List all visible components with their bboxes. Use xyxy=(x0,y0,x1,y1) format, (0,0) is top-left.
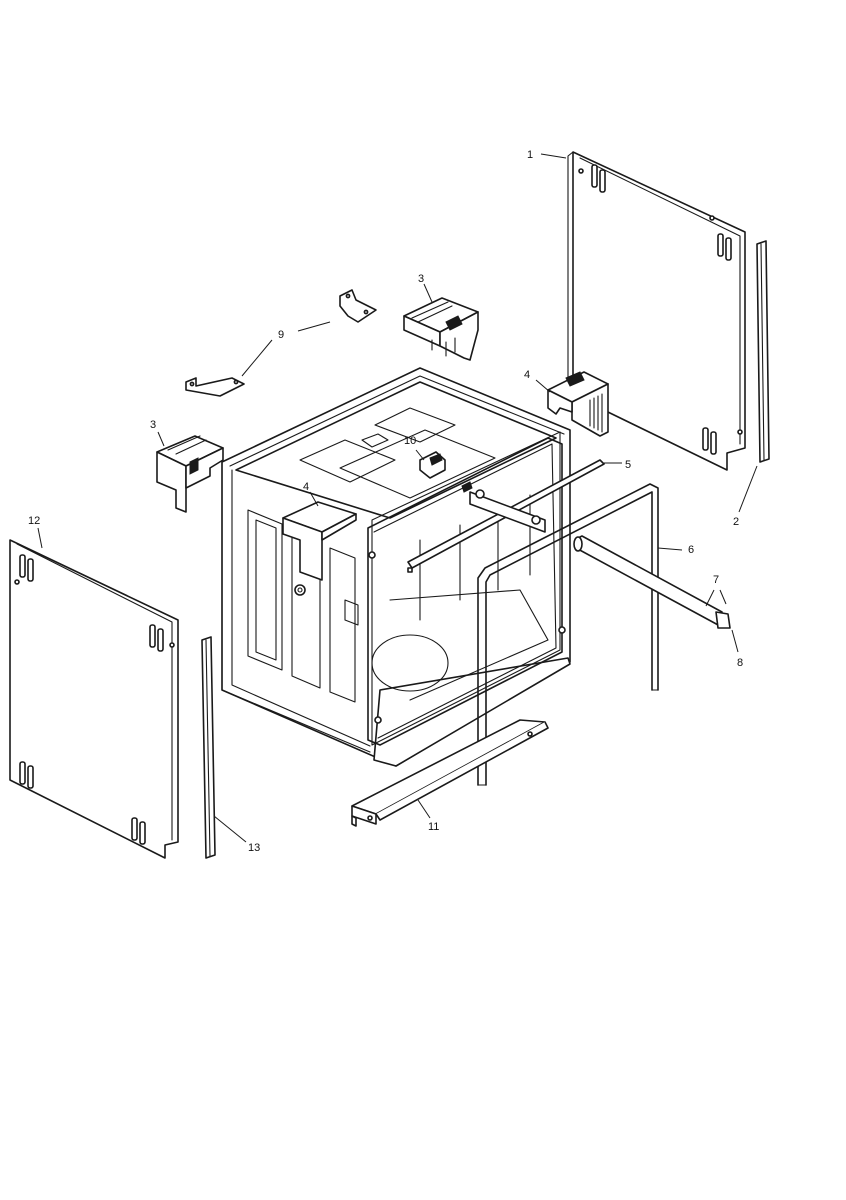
part-3-bracket-left xyxy=(156,435,224,513)
callout-3-top: 3 xyxy=(418,273,424,285)
part-1-rear-panel xyxy=(567,151,746,471)
callout-10: 10 xyxy=(404,435,416,447)
callout-13: 13 xyxy=(248,842,260,854)
part-3-bracket-top xyxy=(403,297,479,361)
part-2-side-strip xyxy=(756,240,770,463)
callout-7: 7 xyxy=(713,574,719,586)
callout-3-left: 3 xyxy=(150,419,156,431)
part-7-tube xyxy=(573,535,731,629)
part-10-clip xyxy=(419,451,446,479)
callout-12: 12 xyxy=(28,515,40,527)
callout-4-left: 4 xyxy=(303,481,309,493)
callout-5: 5 xyxy=(625,459,631,471)
leader-lines xyxy=(37,153,758,843)
part-5-rail xyxy=(407,459,605,573)
part-11-base-rail xyxy=(351,719,549,827)
callout-4-right: 4 xyxy=(524,369,530,381)
callout-11: 11 xyxy=(428,821,439,833)
part-13-side-strip xyxy=(201,636,216,859)
part-9-plates xyxy=(185,289,377,397)
part-4-bracket-left xyxy=(282,501,357,596)
callout-9: 9 xyxy=(278,329,284,341)
part-4-bracket-right xyxy=(547,371,609,437)
callout-1: 1 xyxy=(527,149,533,161)
tub-body xyxy=(221,367,571,767)
callout-6: 6 xyxy=(688,544,694,556)
part-12-side-panel xyxy=(9,539,179,859)
callout-2: 2 xyxy=(733,516,739,528)
part-6-frame xyxy=(477,483,659,786)
callout-labels: 1 2 3 3 4 4 5 6 7 8 9 10 11 12 13 xyxy=(28,149,743,854)
callout-8: 8 xyxy=(737,657,743,669)
